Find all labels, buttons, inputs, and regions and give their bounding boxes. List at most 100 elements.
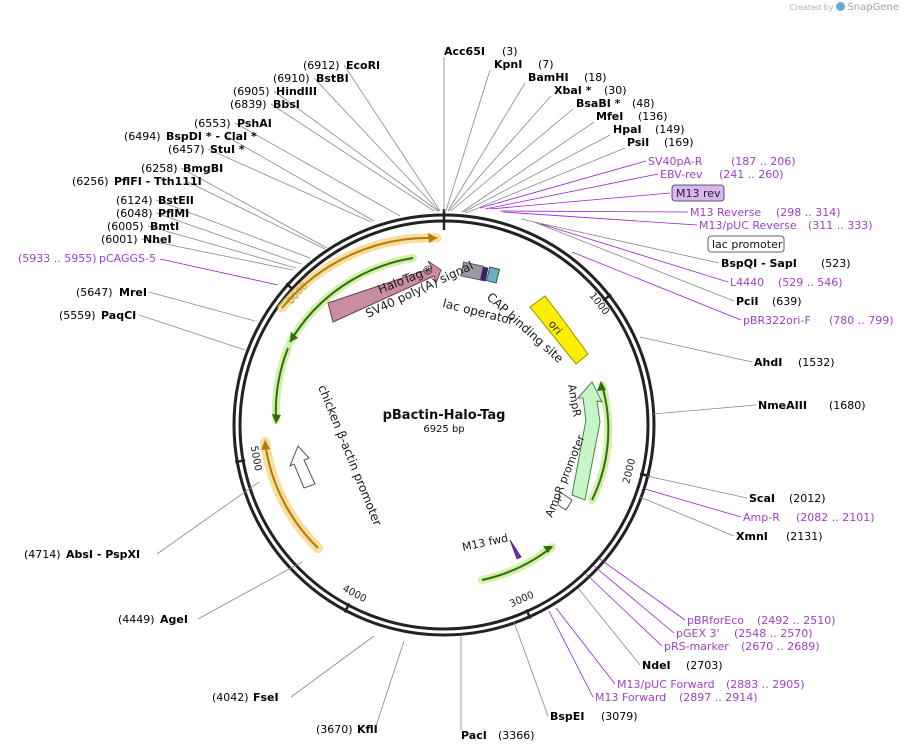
leader-line <box>548 610 594 698</box>
primer-range: (780 .. 799) <box>829 314 894 327</box>
plasmid-name: pBactin-Halo-Tag <box>383 408 506 423</box>
leader-line <box>502 211 698 226</box>
leader-line <box>465 147 626 214</box>
enzyme-position: (4714) <box>24 548 61 561</box>
leader-line <box>639 336 753 363</box>
leader-line <box>450 108 574 212</box>
leader-line <box>513 621 549 717</box>
feature-label-m13-fwd: M13 fwd <box>461 532 509 554</box>
leader-line <box>207 148 372 223</box>
enzyme-name: PflMI <box>158 207 189 220</box>
primer-name: M13/pUC Reverse <box>699 219 797 232</box>
enzyme-name: BbsI <box>273 98 300 111</box>
primer-labels: SV40pA-R(187 .. 206) EBV-rev(241 .. 260)… <box>18 155 894 704</box>
enzyme-position: (6258) <box>141 162 178 175</box>
primer-range: (298 .. 314) <box>776 206 841 219</box>
primer-name: M13 rev <box>676 187 721 200</box>
enzyme-position: (6905) <box>233 85 270 98</box>
plasmid-length: 6925 bp <box>423 424 464 435</box>
primer-name: M13 Reverse <box>690 206 761 219</box>
enzyme-position: (3) <box>502 45 518 58</box>
leader-line <box>533 221 735 302</box>
primer-name: pBR322ori-F <box>743 314 811 327</box>
enzyme-name: PflFI - Tth111I <box>114 175 202 188</box>
leader-line <box>520 218 720 264</box>
leader-line <box>540 223 729 283</box>
leader-line <box>463 134 611 213</box>
enzyme-position: (136) <box>638 110 668 123</box>
enzyme-position: (3079) <box>601 710 638 723</box>
ruler-tick-label: 3000 <box>508 590 536 610</box>
ruler-tick-label: 2000 <box>621 458 638 485</box>
leader-line <box>652 404 757 415</box>
primer-range: (2082 .. 2101) <box>796 511 875 524</box>
enzyme-name: NheI <box>143 233 172 246</box>
enzyme-position: (1532) <box>798 356 835 369</box>
leader-line <box>313 77 440 212</box>
plasmid-backbone <box>232 209 656 637</box>
enzyme-position: (149) <box>655 123 685 136</box>
enzyme-name: PciI <box>736 295 758 308</box>
enzyme-name: PshAI <box>237 117 272 130</box>
leader-line <box>155 212 302 265</box>
feature-arc-green-upper <box>289 257 414 343</box>
enzyme-labels-right: Acc65I(3) KpnI(7) BamHI(18) XbaI *(30) B… <box>444 45 866 742</box>
feature-layer <box>260 233 613 584</box>
leader-layer <box>138 57 757 730</box>
enzyme-name: BamHI <box>528 71 569 84</box>
leader-line <box>599 558 686 621</box>
ruler-tick <box>343 602 351 613</box>
enzyme-name: BstBI <box>316 72 349 85</box>
credit-brand: SnapGene <box>847 2 899 13</box>
enzyme-name: PaqCI <box>101 309 136 322</box>
leader-line <box>290 635 375 698</box>
leader-line <box>147 225 297 269</box>
enzyme-name: KpnI <box>494 58 522 71</box>
enzyme-name: HpaI <box>613 123 642 136</box>
feature-label-ampr: AmpR <box>565 383 584 418</box>
leader-line <box>555 607 616 685</box>
enzyme-labels-left: (6912)EcoRI (6910)BstBI (6905)HindIII (6… <box>24 59 380 736</box>
feature-ampr-promoter-box <box>557 491 573 511</box>
enzyme-position: (523) <box>821 257 851 270</box>
feature-halotag <box>327 260 442 323</box>
feature-cap-site-block <box>485 266 501 284</box>
enzyme-position: (6912) <box>303 59 340 72</box>
leader-line <box>646 475 748 499</box>
enzyme-position: (6048) <box>116 207 153 220</box>
leader-line <box>499 210 689 213</box>
enzyme-name: XbaI * <box>554 84 592 97</box>
enzyme-position: (48) <box>632 97 655 110</box>
leader-line <box>445 69 491 212</box>
primer-name: L4440 <box>730 276 764 289</box>
primer-range: (241 .. 260) <box>719 168 784 181</box>
lac-promoter-label: lac promoter <box>712 238 783 251</box>
enzyme-name: BspEI <box>550 710 584 723</box>
feature-arrowhead-green-bottom <box>543 546 553 553</box>
enzyme-name: BsaBI * <box>576 97 621 110</box>
feature-arc-green-right <box>591 384 610 501</box>
leader-line <box>270 103 435 212</box>
leader-line <box>148 291 256 322</box>
leader-line <box>140 238 294 271</box>
primer-name: EBV-rev <box>660 168 703 181</box>
primer-range: (5933 .. 5955) <box>18 252 97 265</box>
feature-arrowhead-top-orange <box>428 233 437 243</box>
enzyme-position: (3670) <box>316 723 353 736</box>
enzyme-position: (18) <box>584 71 607 84</box>
feature-arrowhead-green-right <box>597 381 606 391</box>
enzyme-name: BspDI * - ClaI * <box>166 130 257 143</box>
enzyme-position: (2131) <box>786 530 823 543</box>
enzyme-position: (6839) <box>230 98 267 111</box>
m13-rev-box <box>671 184 725 202</box>
enzyme-position: (2012) <box>789 492 826 505</box>
enzyme-name: AbsI - PspXI <box>66 548 140 561</box>
enzyme-position: (5559) <box>59 309 96 322</box>
enzyme-position: (6553) <box>194 117 231 130</box>
leader-line <box>484 173 659 210</box>
leader-line <box>180 167 328 249</box>
enzyme-position: (4042) <box>212 691 249 704</box>
enzyme-position: (5647) <box>76 286 113 299</box>
primer-name: pGEX 3' <box>676 627 720 640</box>
